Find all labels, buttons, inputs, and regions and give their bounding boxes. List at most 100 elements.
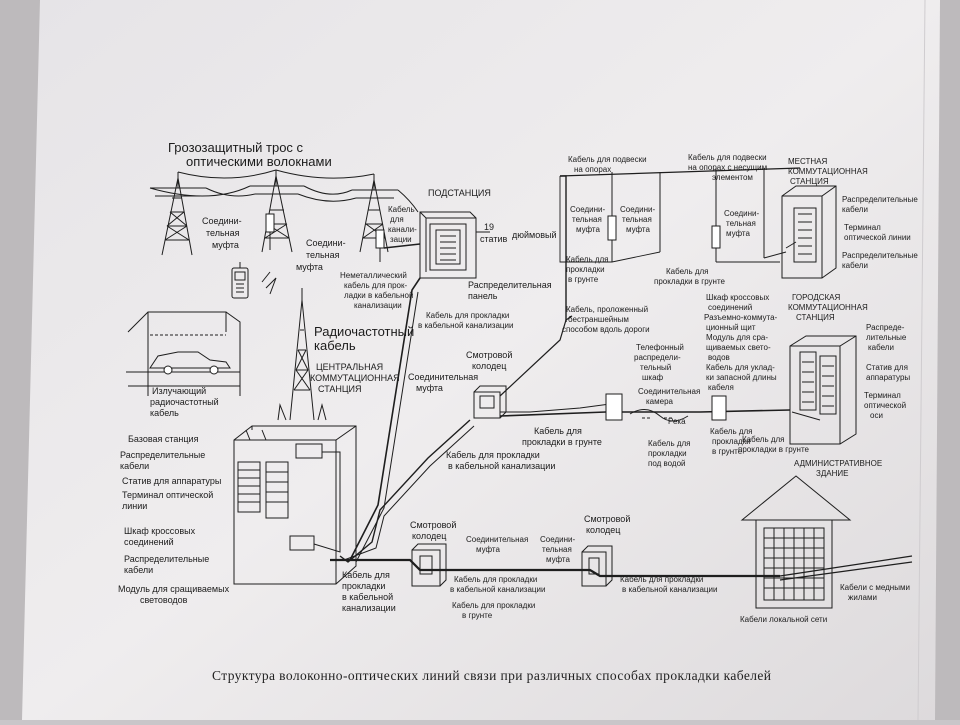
label-mks-2: КОММУТАЦИОННАЯ <box>788 167 868 176</box>
label-gks-l10: кабеля <box>708 383 734 392</box>
label-grunt-4c: в грунте <box>712 447 743 456</box>
label-voda-3: под водой <box>648 459 686 468</box>
label-mks-r3a: Распределительные <box>842 251 918 260</box>
manhole-lower-2 <box>581 545 613 587</box>
central-station-building <box>233 425 357 585</box>
label-grunt-6b: в кабельной канализации <box>450 585 545 594</box>
label-left-4b: линии <box>122 501 147 511</box>
label-nemet-4: канализации <box>354 301 402 310</box>
label-left-2b: кабели <box>120 461 149 471</box>
label-mks-3: СТАНЦИЯ <box>790 177 829 186</box>
label-izl-1: Излучающий <box>152 386 206 396</box>
label-kab-grunt-1a: Кабель для <box>534 426 582 436</box>
label-kab-kan2-2: в кабельной канализации <box>418 321 513 330</box>
label-left-6a: Распределительные <box>124 554 209 564</box>
label-grunt-5a: Кабель для <box>742 435 785 444</box>
label-rch-1: Радиочастотный <box>314 324 414 339</box>
label-mks-r1a: Распределительные <box>842 195 918 204</box>
label-gks-1: ГОРОДСКАЯ <box>792 293 841 302</box>
label-kab-kan-3: канали- <box>388 225 417 234</box>
label-tel-3: тельный <box>640 363 671 372</box>
label-left-2a: Распределительные <box>120 450 205 460</box>
label-kab-kan3-1: Кабель для прокладки <box>446 450 540 460</box>
label-podst: ПОДСТАНЦИЯ <box>428 188 491 198</box>
label-kab-kan3-2: в кабельной канализации <box>448 461 555 471</box>
label-raspr-pan-2: панель <box>468 291 498 301</box>
local-station <box>781 185 837 279</box>
label-tel-4: шкаф <box>642 373 664 382</box>
label-smotr-3a: Смотровой <box>584 514 630 524</box>
label-kab-kan5-4: канализации <box>342 603 396 613</box>
label-kab-kan5-1: Кабель для <box>342 570 390 580</box>
label-kab-kan5-3: в кабельной <box>342 592 393 602</box>
label-smotr-3b: колодец <box>586 525 620 535</box>
figure-caption: Структура волоконно-оптических линий свя… <box>212 668 771 683</box>
label-mufta-b1: Соедини- <box>306 238 346 248</box>
label-stativ-1: 19 <box>484 222 494 232</box>
label-adm-1: АДМИНИСТРАТИВНОЕ <box>794 459 882 468</box>
label-grunt-2b: прокладки <box>566 265 605 274</box>
label-lok: Кабели локальной сети <box>740 615 827 624</box>
label-podv-5: элементом <box>712 173 753 182</box>
city-station <box>789 335 857 445</box>
label-izl-2: радиочастотный <box>150 397 219 407</box>
label-tel-1: Телефонный <box>636 343 684 352</box>
mobile-phone-icon <box>231 262 277 299</box>
label-grunt-7b: в грунте <box>462 611 493 620</box>
label-soed-m3b: тельная <box>542 545 572 554</box>
label-dyum: дюймовый <box>512 230 557 240</box>
label-gks-r1c: кабели <box>868 343 894 352</box>
label-mufta-b3: муфта <box>296 262 323 272</box>
label-mks-r2b: оптической линии <box>844 233 911 242</box>
label-tel-2: распредели- <box>634 353 681 362</box>
admin-building <box>740 475 852 609</box>
label-podv-2: на опорах <box>574 165 611 174</box>
label-left-5a: Шкаф кроссовых <box>124 526 196 536</box>
ground-cable-lower <box>330 555 913 581</box>
underground-cable-right <box>605 393 791 422</box>
label-mks-r3b: кабели <box>842 261 868 270</box>
label-cks-3: СТАНЦИЯ <box>318 384 362 394</box>
label-soed-m2b: муфта <box>476 545 500 554</box>
label-sm-pole-2a: Соедини- <box>620 205 656 214</box>
label-gks-l6: щиваемых свето- <box>706 343 771 352</box>
label-mufta-a3: муфта <box>212 240 239 250</box>
label-podv-4: на опорах с несущим <box>688 163 767 172</box>
label-gks-2: КОММУТАЦИОННАЯ <box>788 303 868 312</box>
label-mks-r2a: Терминал <box>844 223 881 232</box>
label-grunt-6a: Кабель для прокладки <box>454 575 537 584</box>
label-gks-l4: ционный щит <box>706 323 756 332</box>
label-izl-3: кабель <box>150 408 179 418</box>
label-groz-1: Грозозащитный трос с <box>168 140 304 155</box>
label-gks-l2: соединений <box>708 303 752 312</box>
label-gks-r3b: оптической <box>864 401 906 410</box>
label-left-1: Базовая станция <box>128 434 199 444</box>
text-labels: Грозозащитный трос с оптическими волокна… <box>118 140 918 624</box>
label-gks-r1a: Распреде- <box>866 323 905 332</box>
garage-with-car <box>126 311 241 396</box>
label-voda-2: прокладки <box>648 449 687 458</box>
label-rch-2: кабель <box>314 338 356 353</box>
label-soed-m1a: Соединительная <box>408 372 478 382</box>
label-gks-l7: водов <box>708 353 730 362</box>
label-sm-pole-1c: муфта <box>576 225 600 234</box>
radio-tower <box>277 288 327 421</box>
label-gks-l9: ки запасной длины <box>706 373 777 382</box>
label-grunt-2a: Кабель для <box>566 255 609 264</box>
label-kab-grunt-1b: прокладки в грунте <box>522 437 602 447</box>
label-gks-r3c: оси <box>870 411 883 420</box>
label-bespr-1: Кабель, проложенный <box>566 305 648 314</box>
label-gks-l5: Модуль для сра- <box>706 333 768 342</box>
label-soed-m2a: Соединительная <box>466 535 528 544</box>
label-soed-kam-1: Соединительная <box>638 387 700 396</box>
label-sm-pole-1b: тельная <box>572 215 602 224</box>
label-mufta-a1: Соедини- <box>202 216 242 226</box>
label-groz-2: оптическими волокнами <box>186 154 332 169</box>
label-med-1: Кабели с медными <box>840 583 910 592</box>
label-grunt-8a: Кабель для прокладки <box>620 575 703 584</box>
label-mufta-b2: тельная <box>306 250 340 260</box>
label-med-2: жилами <box>848 593 877 602</box>
label-kab-kan-4: зации <box>390 235 412 244</box>
